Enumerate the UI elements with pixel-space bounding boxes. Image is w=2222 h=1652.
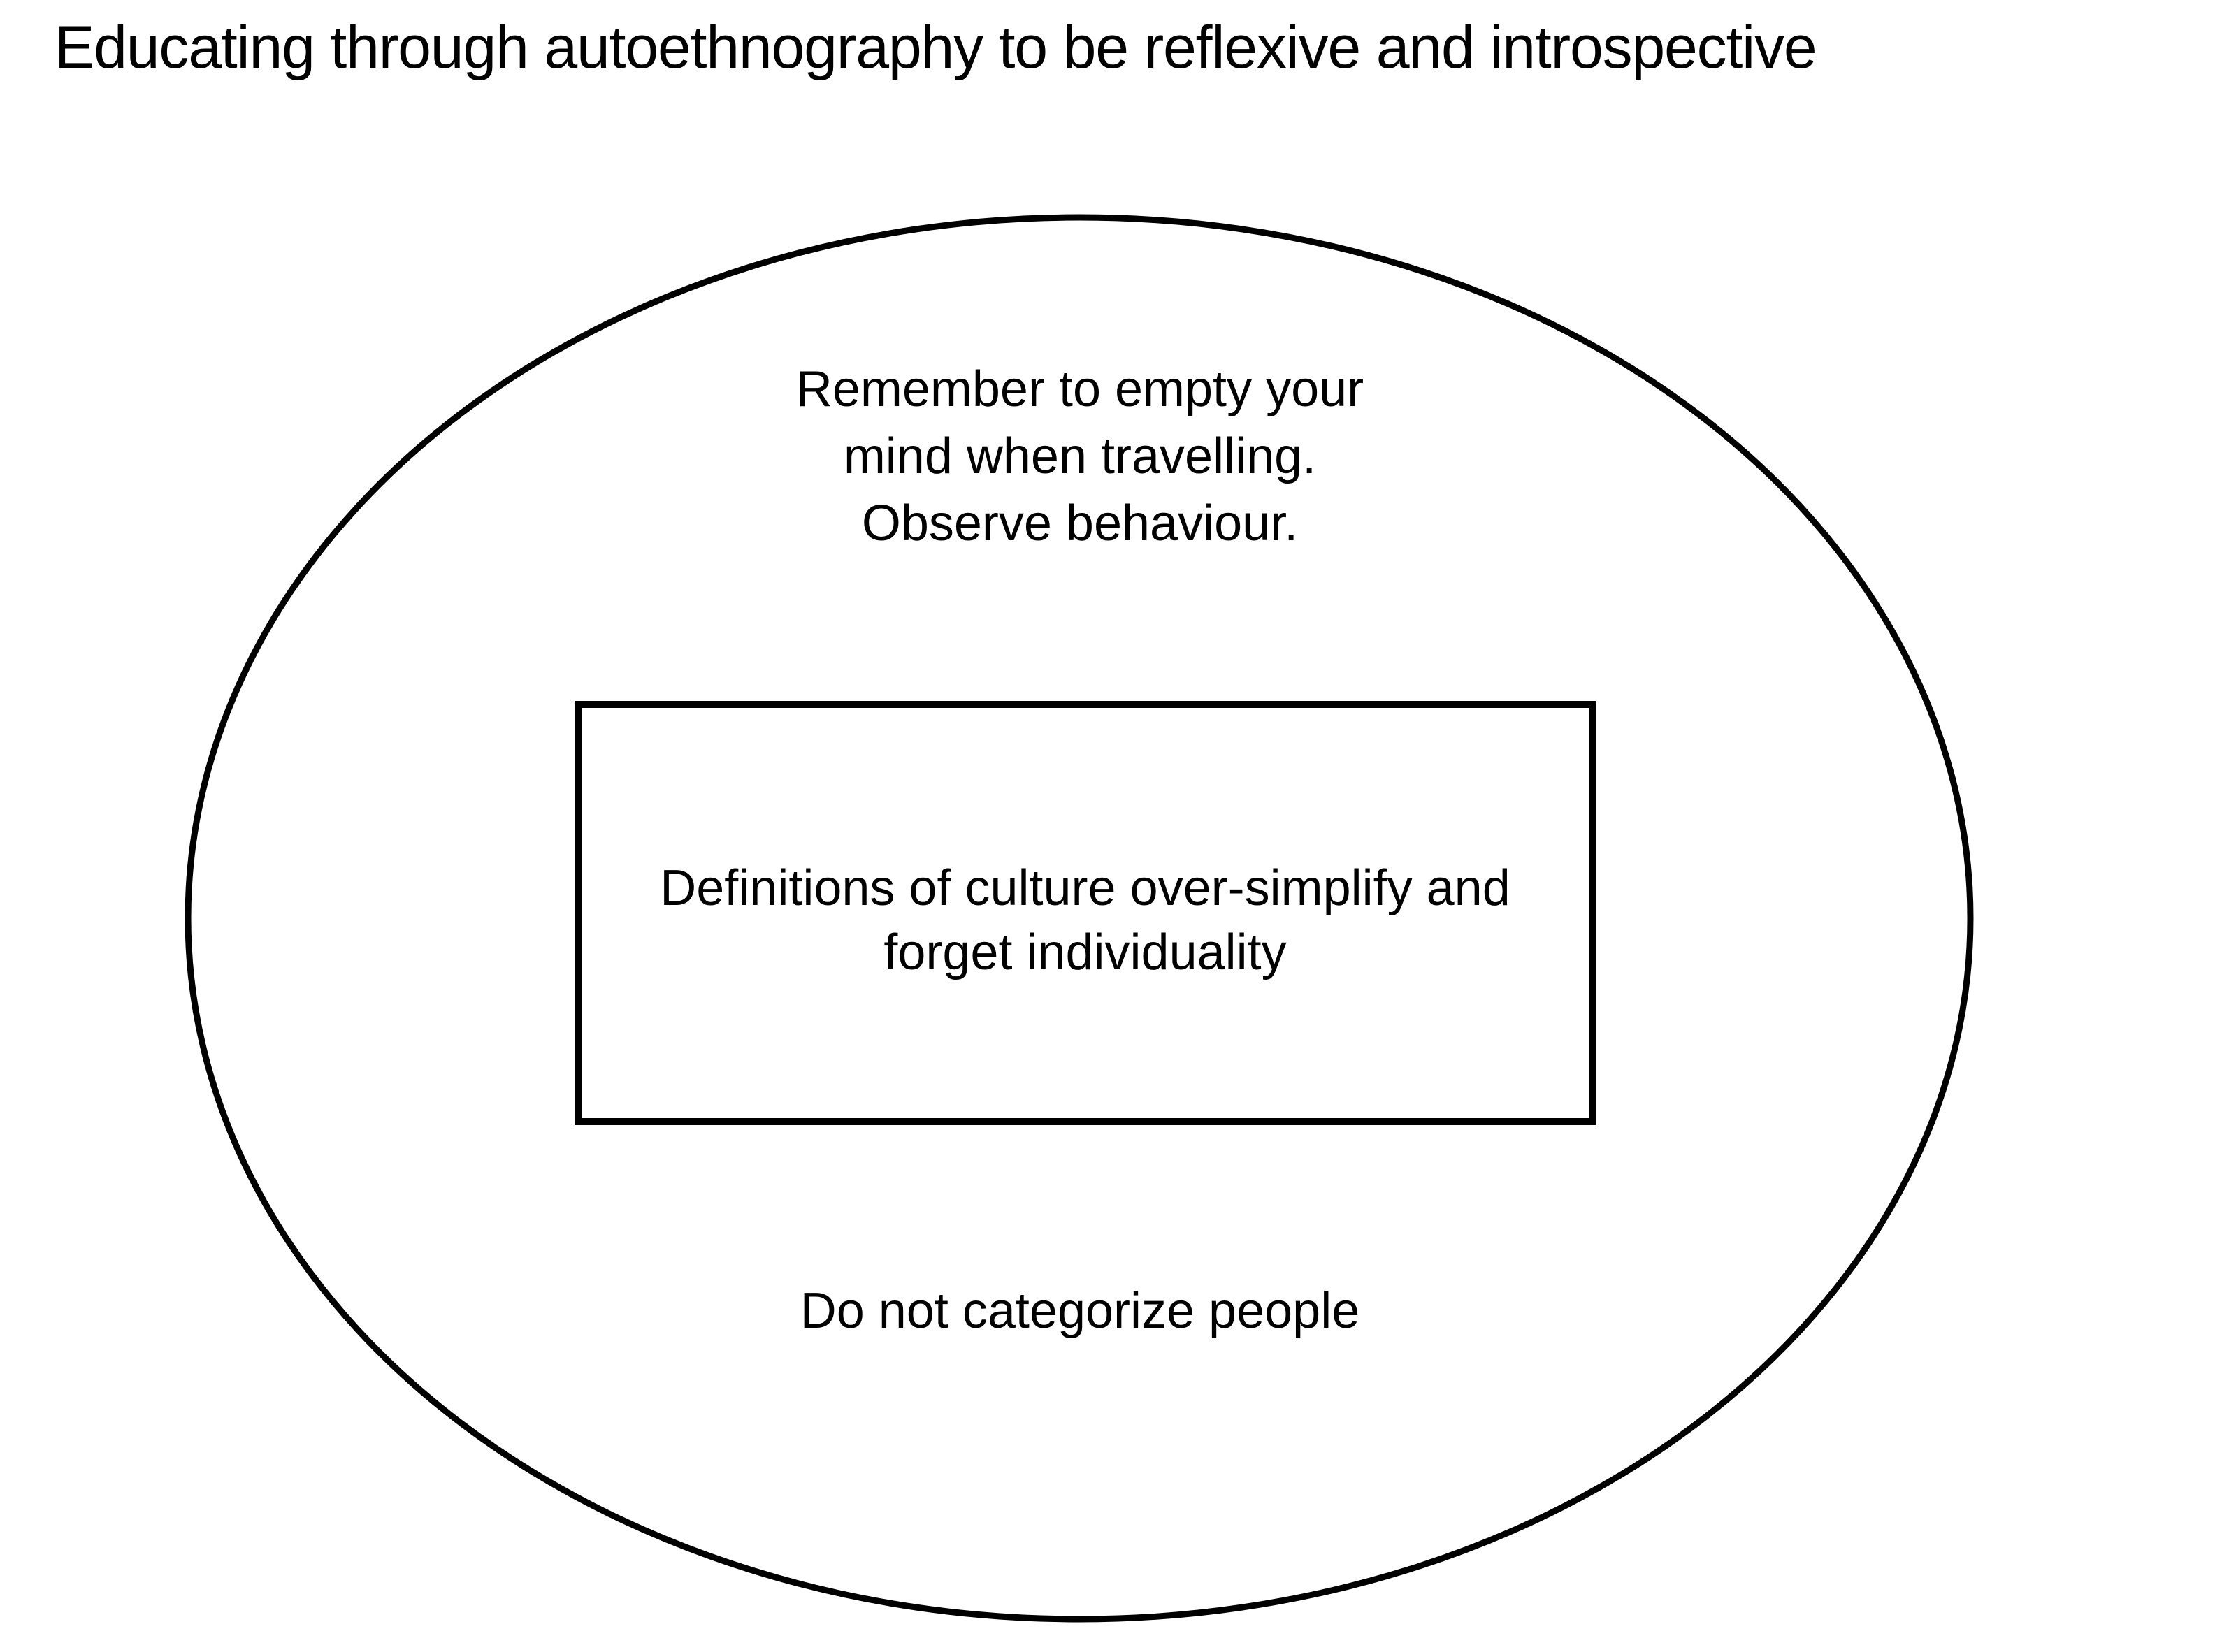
rectangle-text-block: Definitions of culture over-simplify and… xyxy=(589,856,1582,985)
ellipse-top-text-line-3: Observe behaviour. xyxy=(861,495,1299,551)
ellipse-top-text-line-1: Remember to empty your xyxy=(795,361,1364,417)
rectangle-text-line-1: Definitions of culture over-simplify and xyxy=(660,860,1510,916)
ellipse-top-text-line-2: mind when travelling. xyxy=(843,428,1317,484)
page-title: Educating through autoethnography to be … xyxy=(55,14,1817,81)
ellipse-outline xyxy=(185,214,1974,1623)
ellipse-top-text-block: Remember to empty your mind when travell… xyxy=(591,356,1569,557)
ellipse-bottom-text: Do not categorize people xyxy=(800,1283,1360,1339)
inner-rectangle-shape xyxy=(575,701,1596,1125)
rectangle-text-line-2: forget individuality xyxy=(883,925,1287,980)
